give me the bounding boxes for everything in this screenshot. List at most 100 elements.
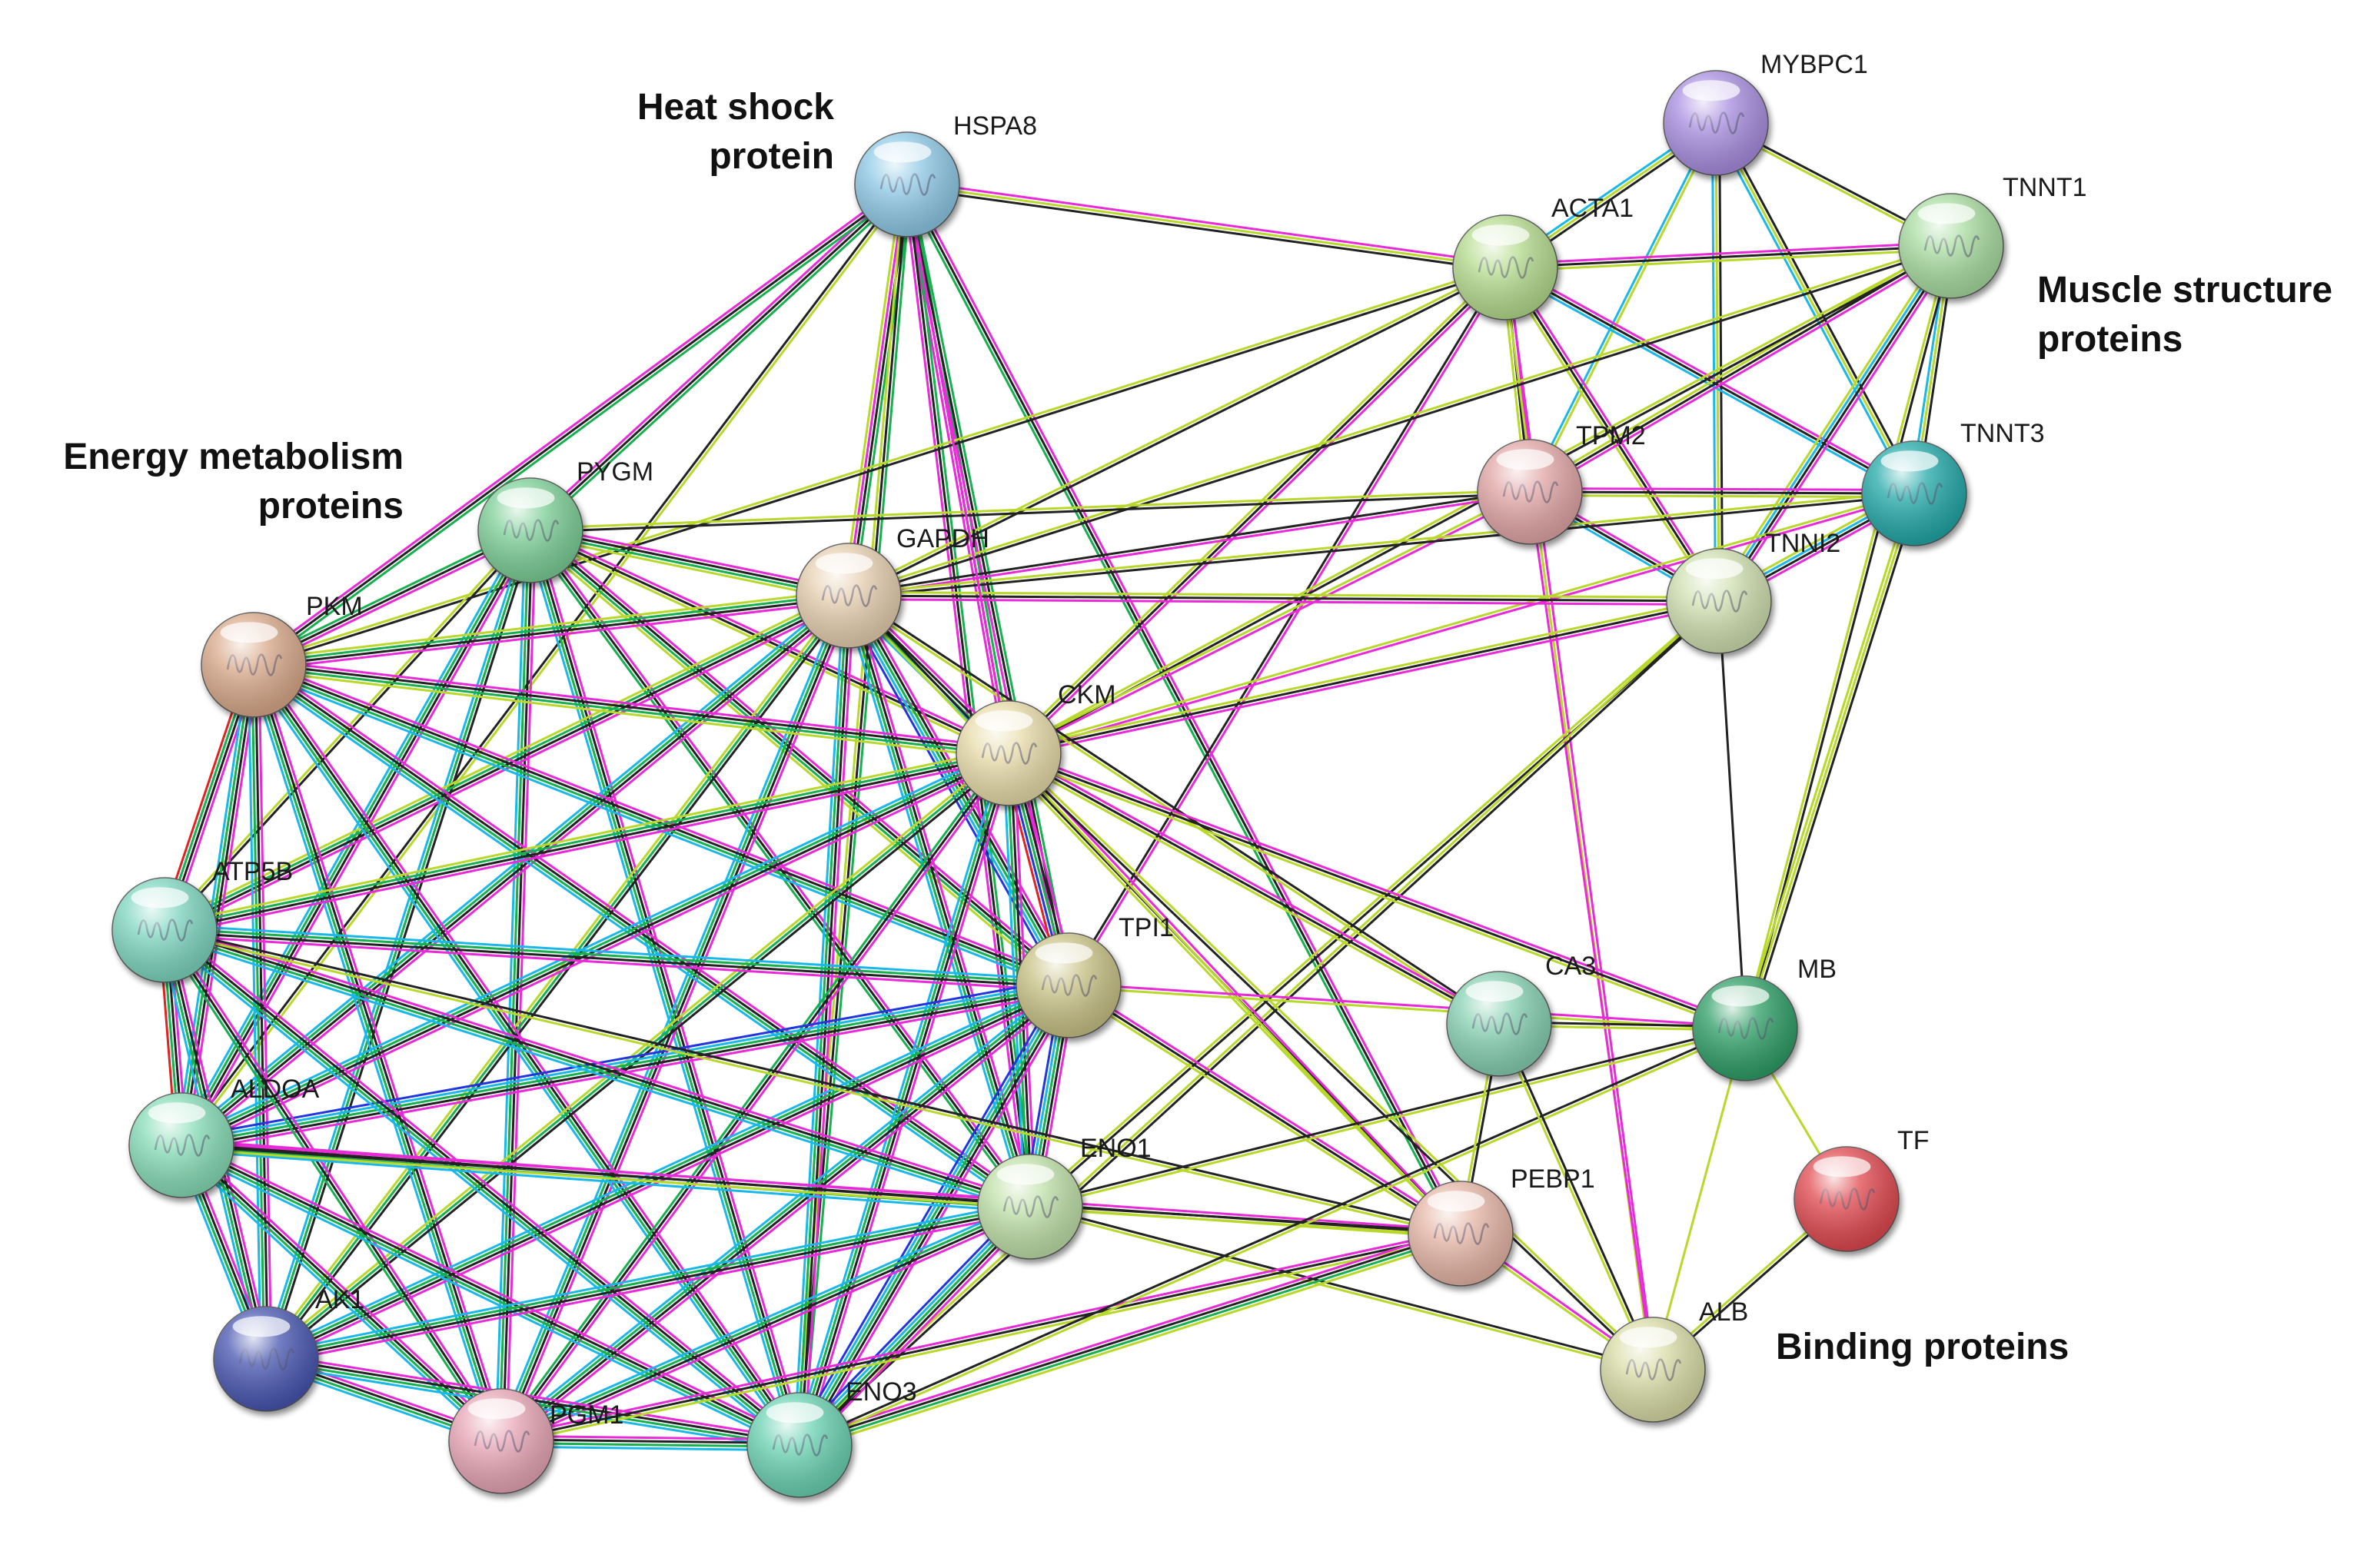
- edge-strand-black: [848, 267, 1508, 599]
- edge-eno1-pgm1: [497, 1201, 1034, 1447]
- edge-strand-yellowgreen: [529, 489, 1531, 530]
- node-atp5b[interactable]: ATP5B: [111, 857, 293, 983]
- node-pgm1[interactable]: PGM1: [448, 1388, 623, 1494]
- edge-strand-green: [798, 984, 1070, 1447]
- node-tnnt1[interactable]: TNNT1: [1898, 173, 2087, 299]
- edge-strand-magenta: [853, 590, 1076, 983]
- node-alb[interactable]: ALB: [1600, 1297, 1748, 1423]
- edge-strand-yellowgreen: [1067, 985, 1747, 1031]
- edge-strand-yellowgreen: [1006, 490, 1915, 753]
- edge-strand-yellowgreen: [1005, 264, 1504, 752]
- node-pkm[interactable]: PKM: [201, 592, 363, 718]
- node-ca3[interactable]: CA3: [1446, 952, 1596, 1077]
- edge-strand-black: [265, 985, 1071, 1362]
- edge-pygm-gapdh: [528, 523, 851, 603]
- node-tf[interactable]: TF: [1794, 1126, 1930, 1252]
- node-label-tnnt1: TNNT1: [2003, 173, 2087, 202]
- edge-strand-black: [1065, 265, 1505, 986]
- edge-strand-yellowgreen: [847, 590, 1720, 599]
- node-label-pygm: PYGM: [577, 457, 653, 487]
- node-label-eno3: ENO3: [846, 1377, 917, 1407]
- node-highlight: [1465, 981, 1524, 1002]
- edge-strand-black: [1504, 266, 1916, 495]
- edge-strand-green: [252, 665, 1010, 756]
- edge-strand-green: [162, 930, 1031, 1210]
- node-label-mybpc1: MYBPC1: [1760, 50, 1868, 79]
- edge-strand-yellowgreen: [528, 534, 849, 603]
- edge-hspa8-gapdh: [842, 182, 914, 598]
- node-eno3[interactable]: ENO3: [746, 1377, 917, 1498]
- edge-strand-yellowgreen: [799, 1028, 1747, 1448]
- edge-strand-black: [163, 930, 1070, 988]
- edge-ckm-mb: [1006, 749, 1748, 1033]
- edge-strand-yellowgreen: [1028, 1207, 1654, 1373]
- edge-strand-black: [164, 596, 851, 933]
- group-label-line: Binding proteins: [1776, 1327, 2069, 1367]
- node-ak1[interactable]: AK1: [213, 1285, 364, 1412]
- node-highlight: [148, 1102, 206, 1124]
- edge-strand-magenta: [265, 1211, 1032, 1366]
- edge-strand-yellowgreen: [1496, 1023, 1653, 1372]
- edge-strand-magenta: [250, 180, 906, 663]
- edge-strand-black: [850, 593, 1073, 985]
- edge-strand-yellowgreen: [162, 930, 1461, 1237]
- edge-strand-black: [1029, 1204, 1655, 1370]
- node-highlight: [1035, 942, 1093, 964]
- node-acta1[interactable]: ACTA1: [1452, 194, 1634, 321]
- edge-ca3-alb: [1496, 1022, 1656, 1372]
- edge-eno3-pebp1: [796, 1227, 1464, 1452]
- edge-strand-green: [499, 1204, 1031, 1441]
- node-tpm2[interactable]: TPM2: [1477, 421, 1646, 545]
- edge-strand-green: [179, 750, 1009, 1145]
- edge-strand-magenta: [906, 179, 1508, 265]
- edge-strand-green: [264, 982, 1069, 1359]
- edge-strand-black: [797, 1231, 1461, 1445]
- edge-strand-magenta: [1009, 750, 1464, 1234]
- edge-strand-yellowgreen: [1651, 1027, 1747, 1371]
- node-aldoa[interactable]: ALDOA: [128, 1075, 320, 1198]
- edge-strand-magenta: [906, 183, 1010, 755]
- edge-strand-cyan: [175, 527, 527, 1144]
- node-pebp1[interactable]: PEBP1: [1408, 1164, 1595, 1287]
- node-highlight: [873, 141, 932, 163]
- node-tnnt3[interactable]: TNNT3: [1861, 419, 2045, 546]
- edge-strand-magenta: [796, 1227, 1461, 1441]
- node-label-ak1: AK1: [315, 1285, 364, 1314]
- node-tpi1[interactable]: TPI1: [1016, 913, 1174, 1038]
- edge-strand-cyan: [1710, 121, 1717, 603]
- node-hspa8[interactable]: HSPA8: [854, 111, 1037, 238]
- node-label-tpi1: TPI1: [1119, 913, 1174, 942]
- edge-strand-cyan: [178, 747, 1008, 1142]
- edge-hspa8-pygm: [527, 181, 911, 534]
- edge-strand-magenta: [165, 923, 1033, 1203]
- node-label-pebp1: PEBP1: [1511, 1164, 1595, 1194]
- edge-acta1-tnni2: [1501, 264, 1724, 604]
- edge-strand-yellowgreen: [1740, 491, 1913, 1029]
- edge-strand-green: [251, 664, 800, 1447]
- edge-strand-magenta: [1528, 487, 1916, 491]
- node-mybpc1[interactable]: MYBPC1: [1663, 50, 1868, 176]
- node-ckm[interactable]: CKM: [956, 680, 1116, 806]
- edge-strand-black: [529, 183, 909, 532]
- node-label-tnnt3: TNNT3: [1960, 419, 2045, 448]
- edge-pkm-ckm: [251, 658, 1011, 760]
- node-label-tpm2: TPM2: [1576, 421, 1646, 450]
- edge-strand-magenta: [182, 1139, 803, 1442]
- node-mb[interactable]: MB: [1692, 955, 1837, 1081]
- edge-strand-yellowgreen: [181, 184, 910, 1148]
- edge-strand-black: [264, 1207, 1032, 1362]
- edge-strand-black: [530, 528, 803, 1446]
- edge-strand-green: [179, 593, 849, 1145]
- node-label-ckm: CKM: [1058, 680, 1116, 709]
- edge-strand-magenta: [267, 988, 1072, 1365]
- node-pygm[interactable]: PYGM: [477, 457, 653, 583]
- edge-strand-magenta: [847, 492, 1531, 599]
- node-gapdh[interactable]: GAPDH: [796, 524, 989, 649]
- node-label-ca3: CA3: [1545, 952, 1596, 981]
- node-label-aldoa: ALDOA: [231, 1075, 320, 1104]
- edge-tpm2-gapdh: [847, 489, 1531, 599]
- node-eno1[interactable]: ENO1: [977, 1134, 1152, 1260]
- edge-strand-black: [1007, 600, 1720, 755]
- node-tnni2[interactable]: TNNI2: [1666, 529, 1840, 654]
